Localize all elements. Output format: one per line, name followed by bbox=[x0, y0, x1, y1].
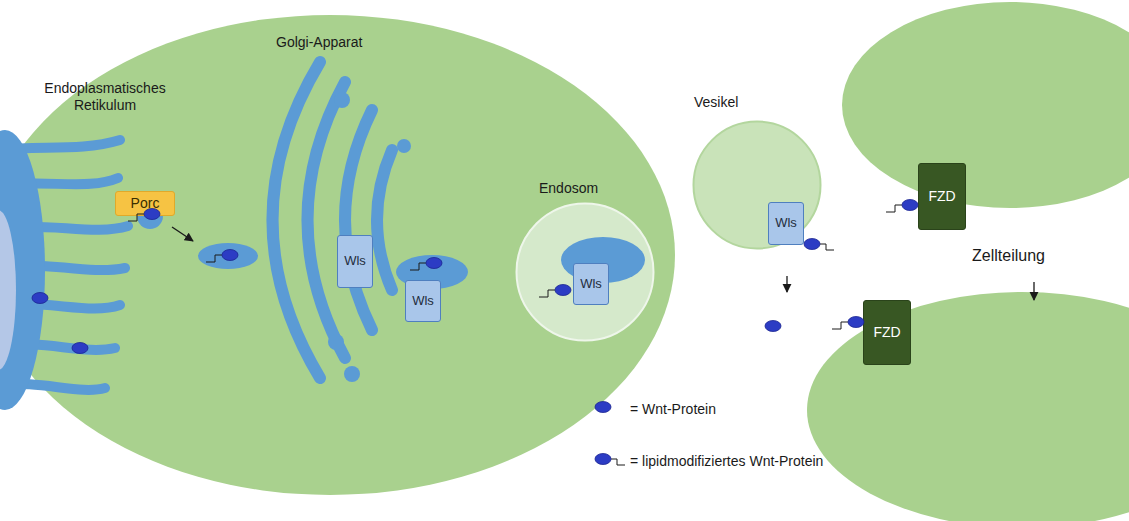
lipid-wnt bbox=[832, 317, 864, 330]
wls-box: Wls bbox=[573, 263, 609, 305]
legend-text: = Wnt-Protein bbox=[630, 401, 716, 417]
wnt-protein bbox=[765, 321, 781, 332]
nucleus bbox=[0, 210, 16, 370]
wnt-protein bbox=[72, 343, 88, 354]
compartment-label: Vesikel bbox=[694, 94, 738, 110]
wnt-protein bbox=[32, 293, 48, 304]
box-label: Porc bbox=[131, 195, 160, 211]
vesicle: VesikelWls bbox=[692, 120, 822, 250]
drawing-part bbox=[377, 150, 392, 290]
compartment-label: Endosom bbox=[539, 180, 598, 196]
golgi-vesicles bbox=[328, 92, 411, 382]
legend-entry: = Wnt-Protein bbox=[592, 398, 716, 420]
drawing-part bbox=[595, 402, 611, 413]
box-label: Wls bbox=[344, 254, 366, 269]
drawing-part bbox=[345, 110, 372, 330]
drawing-part bbox=[397, 139, 411, 153]
cell-body bbox=[842, 2, 1129, 208]
box-label: FZD bbox=[928, 188, 955, 204]
lipid-wnt bbox=[410, 258, 442, 271]
drawing-part bbox=[595, 454, 625, 466]
legend-text: = lipidmodifiziertes Wnt-Protein bbox=[630, 453, 823, 469]
legend-sample bbox=[592, 398, 626, 420]
receptor-box: FZD bbox=[918, 163, 966, 230]
organelle-label: Endoplasmatisches Retikulum bbox=[25, 80, 185, 114]
cell-body bbox=[807, 292, 1129, 521]
golgi-cisternae bbox=[273, 62, 393, 378]
legend-entry: = lipidmodifiziertes Wnt-Protein bbox=[592, 450, 823, 472]
box-label: Wls bbox=[775, 216, 797, 231]
legend-sample bbox=[592, 450, 626, 472]
organelle-label: Golgi-Apparat bbox=[276, 34, 406, 51]
endosome-membrane bbox=[517, 204, 654, 341]
receptor-box: FZD bbox=[863, 300, 911, 365]
cell-body bbox=[0, 15, 675, 495]
endosome: EndosomWls bbox=[515, 202, 655, 342]
vesicle-membrane bbox=[694, 122, 821, 249]
drawing-part bbox=[334, 92, 350, 108]
er-body bbox=[0, 130, 45, 410]
box-label: Wls bbox=[412, 294, 434, 309]
wls-box: Wls bbox=[337, 235, 373, 288]
drawing-part bbox=[344, 366, 360, 382]
wls-box: Wls bbox=[405, 280, 441, 322]
lipid-wnt bbox=[886, 200, 918, 213]
protein-sample bbox=[595, 402, 611, 413]
lipid-tail bbox=[611, 459, 625, 465]
box-label: FZD bbox=[873, 324, 900, 340]
secretion-arrow bbox=[786, 276, 787, 292]
box-label: Wls bbox=[580, 277, 602, 292]
enzyme-box: Porc bbox=[115, 191, 175, 216]
process-label: Zellteilung bbox=[972, 246, 1092, 265]
drawing-part bbox=[328, 334, 344, 350]
wls-box: Wls bbox=[768, 202, 804, 245]
transport-vesicle bbox=[198, 243, 258, 269]
protein-sample bbox=[595, 454, 611, 465]
lipid-wnt bbox=[804, 239, 834, 251]
division-arrow bbox=[1033, 282, 1034, 300]
lipid-wnt bbox=[206, 250, 238, 263]
transport-arrow bbox=[172, 227, 193, 241]
